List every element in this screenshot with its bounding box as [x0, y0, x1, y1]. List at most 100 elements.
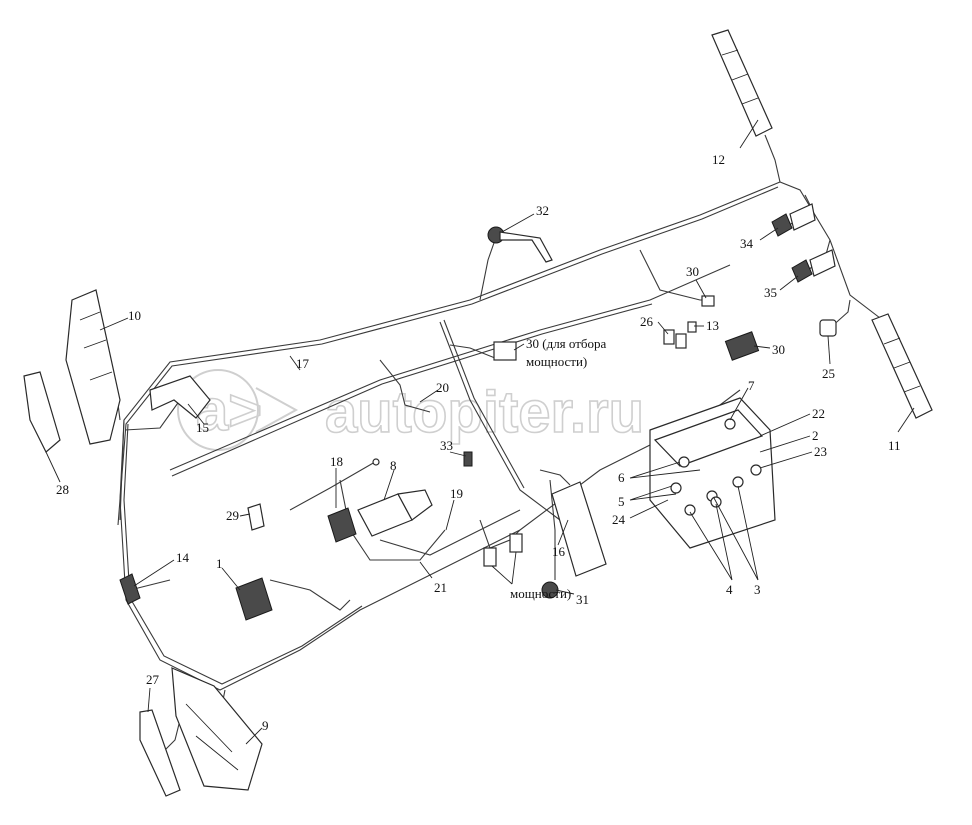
callout-15: 15 [196, 420, 209, 435]
center-diagonal-wire [439, 321, 561, 521]
callout-10: 10 [128, 308, 141, 323]
callout-27: 27 [146, 672, 160, 687]
callout-14: 14 [176, 550, 190, 565]
leader-4 [689, 503, 733, 581]
callout-12: 12 [712, 152, 725, 167]
leader-25 [827, 335, 831, 365]
lamp-9 [171, 667, 263, 791]
leader-6 [629, 461, 701, 479]
connector-31a [483, 547, 497, 567]
watermark-text: autopiter.ru [325, 380, 644, 445]
leader-1 [221, 567, 241, 591]
wire-to-15 [124, 399, 181, 431]
callout-17: 17 [296, 356, 310, 371]
wire-to-27 [164, 719, 181, 751]
leader-26 [657, 321, 669, 335]
callout-4: 4 [726, 582, 733, 597]
headlamp-10-inner [79, 311, 113, 381]
callout-8: 8 [390, 458, 397, 473]
watermark: a> autopiter.ru [177, 369, 645, 451]
headlamp-28 [23, 371, 61, 453]
leader-2 [759, 435, 811, 453]
wire-to-1 [269, 579, 351, 611]
leader-14 [133, 559, 175, 587]
leader-34 [501, 213, 535, 233]
callout-36: 34 [740, 236, 754, 251]
wire-to-33 [549, 479, 556, 580]
leader-29 [239, 513, 251, 517]
callout-21: 21 [434, 580, 447, 595]
lamp-36-shell [789, 203, 816, 231]
left-vertical-wire [119, 389, 741, 691]
switch-30-pto [493, 341, 517, 361]
callout-19: 19 [450, 486, 463, 501]
leader-19 [445, 499, 455, 531]
lamp-27 [139, 709, 181, 797]
callout-20: 20 [436, 380, 449, 395]
main-trunk-wire [119, 181, 881, 521]
connector-30-right [724, 331, 760, 361]
leader-9 [245, 727, 263, 745]
watermark-logo-a: a> [196, 378, 262, 443]
leader-30b [753, 345, 771, 349]
wire-to-16 [539, 469, 571, 486]
callout-30-pto: 30 (для отбора [526, 336, 607, 351]
callout-11: 11 [888, 438, 901, 453]
callout-28: 28 [56, 482, 69, 497]
fuse-23a [750, 464, 762, 476]
callout-33: 31 [576, 592, 589, 607]
callout-32: 30 [686, 264, 699, 279]
leader-8 [383, 469, 395, 501]
leader-28 [45, 451, 61, 483]
leader-15 [187, 403, 205, 425]
sensor-34-probe [499, 231, 553, 263]
leader-3 [713, 485, 759, 581]
lamp-36 [771, 213, 793, 237]
wire-to-30a [449, 344, 501, 361]
leader-5 [629, 485, 677, 501]
callout-29: 29 [226, 508, 239, 523]
connector-25 [819, 319, 837, 337]
device-18 [327, 507, 357, 543]
callout-35: 33 [440, 438, 453, 453]
lower-trunk-wire [169, 264, 731, 471]
leader-24 [629, 499, 669, 519]
lamp-37-shell [809, 249, 836, 277]
fuse-5a [670, 482, 682, 494]
callout-22: 22 [812, 406, 825, 421]
leader-35 [449, 451, 467, 457]
callout-13: 13 [706, 318, 719, 333]
leader-lines [45, 119, 915, 745]
callout-18: 18 [330, 454, 343, 469]
connector-26b [675, 333, 687, 349]
plug-18 [372, 458, 380, 466]
callout-2: 2 [812, 428, 819, 443]
lamp-9-inner [185, 703, 239, 771]
switch-29 [247, 503, 265, 531]
leader-21 [419, 561, 433, 579]
leader-32 [695, 279, 707, 299]
rear-light-bar-11-segments [883, 337, 921, 393]
connector-32 [701, 295, 715, 307]
fuse-4a [684, 504, 696, 516]
components [23, 29, 933, 797]
leader-12 [739, 119, 759, 149]
left-vertical-wire-2 [123, 423, 363, 685]
callout-34: 32 [536, 203, 549, 218]
wire-to-34 [479, 239, 496, 301]
callout-25: 25 [822, 366, 835, 381]
fuse-7a [724, 418, 736, 430]
fuse-3b [732, 476, 744, 488]
callout-30-pto-line2: мощности) [526, 354, 587, 369]
callout-9: 9 [262, 718, 269, 733]
callout-26: 26 [640, 314, 654, 329]
callout-31: мощности) [510, 586, 571, 601]
headlamp-10 [65, 289, 121, 445]
rear-light-bar-12-segments [721, 49, 759, 105]
leader-20 [419, 389, 439, 403]
main-trunk-wire-2 [117, 186, 779, 526]
connector-13 [687, 321, 697, 333]
leader-10 [99, 317, 129, 331]
rear-light-bar-12 [711, 29, 773, 137]
